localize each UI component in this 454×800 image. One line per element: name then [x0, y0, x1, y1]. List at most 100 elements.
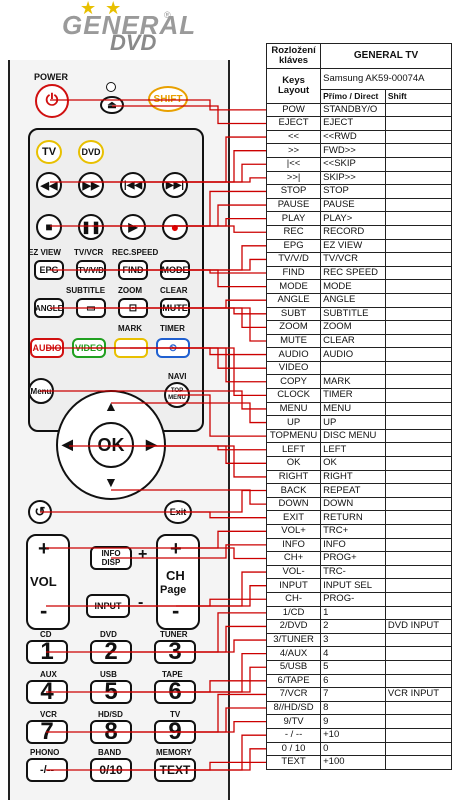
num-9-button[interactable]: 9: [154, 718, 196, 745]
rewind-button[interactable]: ◀◀: [36, 172, 62, 198]
tv-button[interactable]: TV: [36, 140, 62, 164]
vol-minus-icon[interactable]: -: [40, 598, 48, 623]
skip-back-button[interactable]: |◀◀: [120, 172, 146, 198]
cell-key: 9/TV: [265, 714, 322, 729]
cell-key: 6/TAPE: [265, 673, 322, 689]
cell-shift: [384, 524, 453, 539]
cell-key: FIND: [265, 265, 322, 281]
cell-shift: [384, 755, 453, 770]
tvvd-button[interactable]: TV/V/D: [76, 260, 106, 280]
num-1-button[interactable]: 1: [26, 638, 68, 665]
cell-shift: [384, 483, 453, 498]
cell-shift: [384, 170, 453, 186]
cell-key: REC: [265, 224, 322, 240]
cell-shift: [384, 224, 453, 240]
mute-button[interactable]: MUTE: [160, 298, 190, 318]
zoom-button[interactable]: ⊡: [118, 298, 148, 318]
brand-logo: ★ ★ GENERAL ® DVD: [40, 0, 200, 56]
power-button[interactable]: ⏻: [35, 84, 69, 118]
cd-label: CD: [40, 630, 52, 639]
cell-shift: [384, 456, 453, 471]
epg-button[interactable]: EPG: [34, 260, 64, 280]
arrow-left-icon[interactable]: ◀: [62, 436, 73, 452]
dash-button[interactable]: -/--: [26, 758, 68, 782]
cell-direct: STOP: [320, 184, 386, 199]
arrow-down-icon[interactable]: ▼: [104, 474, 118, 490]
table-header-row: Rozložení kláves GENERAL TV: [265, 43, 452, 69]
cell-direct: FWD>>: [320, 143, 386, 158]
num-6-button[interactable]: 6: [154, 678, 196, 705]
cell-shift: [384, 102, 453, 118]
cell-shift: [384, 578, 453, 593]
header-direct: Přímo / Direct: [320, 89, 386, 104]
cell-shift: [384, 211, 453, 226]
arrow-right-icon[interactable]: ▶: [146, 436, 157, 452]
cell-shift: [384, 605, 453, 621]
input-button[interactable]: INPUT: [86, 594, 130, 618]
zero-button[interactable]: 0/10: [90, 758, 132, 782]
cell-key: INFO: [265, 537, 322, 553]
cell-shift: [384, 306, 453, 322]
ch-minus-icon[interactable]: -: [172, 598, 180, 623]
top-menu-button[interactable]: TOP MENU: [164, 382, 190, 408]
cell-key: STOP: [265, 184, 322, 199]
shift-button[interactable]: SHIFT: [148, 86, 188, 112]
text-button[interactable]: TEXT: [154, 758, 196, 782]
cell-direct: EZ VIEW: [320, 238, 386, 254]
dvd-button[interactable]: DVD: [78, 140, 104, 164]
find-button[interactable]: FIND: [118, 260, 148, 280]
cell-key: POW: [265, 102, 322, 118]
num-3-button[interactable]: 3: [154, 638, 196, 665]
cell-direct: 1: [320, 605, 386, 621]
angle-button[interactable]: ANGLE: [34, 298, 64, 318]
ch-plus-icon[interactable]: +: [170, 538, 182, 560]
num-5-button[interactable]: 5: [90, 678, 132, 705]
info-button[interactable]: INFO DISP: [90, 546, 132, 570]
arrow-up-icon[interactable]: ▲: [104, 398, 118, 414]
record-button[interactable]: ●: [162, 214, 188, 240]
audio-button[interactable]: AUDIO: [30, 338, 64, 358]
num-8-button[interactable]: 8: [90, 718, 132, 745]
indicator-led: [106, 82, 116, 92]
vol-plus-icon[interactable]: +: [38, 538, 50, 560]
cell-shift: [384, 401, 453, 417]
timer-label: TIMER: [160, 324, 185, 333]
cell-direct: 5: [320, 659, 386, 675]
cell-shift: [384, 632, 453, 648]
forward-button[interactable]: ▶▶: [78, 172, 104, 198]
num-4-button[interactable]: 4: [26, 678, 68, 705]
mode-button[interactable]: MODE: [160, 260, 190, 280]
num-7-button[interactable]: 7: [26, 718, 68, 745]
exit-button[interactable]: Exit: [164, 500, 192, 524]
clock-icon[interactable]: ⏲: [156, 338, 190, 358]
cell-key: SUBT: [265, 306, 322, 322]
skip-forward-button[interactable]: ▶▶|: [162, 172, 188, 198]
eject-button[interactable]: ⏏: [100, 96, 124, 114]
cell-direct: SUBTITLE: [320, 306, 386, 322]
ok-button[interactable]: OK: [88, 422, 134, 468]
table-row: TEXT+100: [265, 755, 453, 770]
cell-key: RIGHT: [265, 469, 322, 485]
cell-key: ZOOM: [265, 320, 322, 335]
cell-direct: AUDIO: [320, 347, 386, 362]
remote-control: POWER ⏻ ⏏ SHIFT TV DVD ◀◀ ▶▶ |◀◀ ▶▶| ■ ❚…: [0, 60, 230, 800]
pause-button[interactable]: ❚❚: [78, 214, 104, 240]
play-button[interactable]: ▶: [120, 214, 146, 240]
subtitle-button[interactable]: ▭: [76, 298, 106, 318]
cell-key: CH-: [265, 591, 322, 607]
cell-key: VIDEO: [265, 360, 322, 376]
cell-shift: [384, 129, 453, 145]
cell-direct: MODE: [320, 279, 386, 294]
menu-button[interactable]: Menu: [28, 378, 54, 404]
table-row: CH-PROG-: [265, 591, 453, 607]
stop-button[interactable]: ■: [36, 214, 62, 240]
cell-direct: SKIP>>: [320, 170, 386, 186]
back-icon[interactable]: ↺: [28, 500, 52, 524]
video-button[interactable]: VIDEO: [72, 338, 106, 358]
copy-button[interactable]: [114, 338, 148, 358]
num-2-button[interactable]: 2: [90, 638, 132, 665]
